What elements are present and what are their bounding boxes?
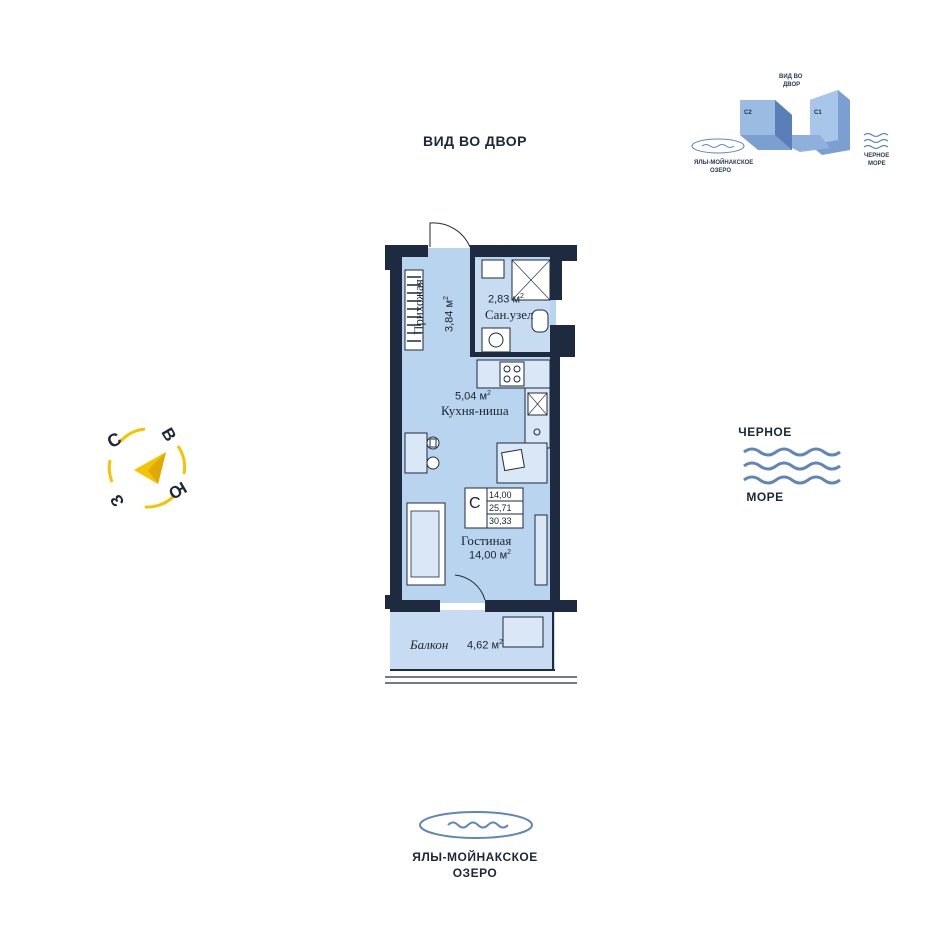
sea-label-line2: МОРЕ: [746, 490, 784, 504]
sea-label-line1: ЧЕРНОЕ: [738, 425, 792, 439]
compass-icon: [107, 427, 187, 509]
dining-table-icon: [404, 432, 428, 474]
bath-area-sup: 2: [520, 293, 524, 300]
summary-values: 14,00 25,71 30,33: [489, 489, 512, 528]
lake-label-line2: ОЗЕРО: [452, 866, 498, 880]
bath-area-value: 2,83 м: [488, 293, 521, 306]
compass: С В Ю З: [100, 420, 195, 515]
minimap-sea-label-2: МОРЕ: [868, 161, 886, 167]
minimap-lake-label-1: ЯЛЫ-МОЙНАКСКОЕ: [694, 160, 754, 166]
balcony-area-sup: 2: [499, 639, 503, 646]
hall-area-sup: 2: [443, 296, 450, 300]
balcony-door-icon: [454, 574, 486, 601]
minimap-c2-label: С2: [744, 110, 752, 116]
tv-stand-icon: [534, 514, 548, 586]
stove-icon: [499, 361, 525, 387]
sea-waves-icon: [740, 444, 846, 488]
balcony-chair-icon: [502, 616, 544, 648]
summary-box: [464, 487, 524, 529]
bath-name: Сан.узел: [485, 307, 534, 322]
minimap-lake-icon: [691, 138, 745, 154]
toilet-icon: [531, 309, 549, 333]
balcony-area: 4,62 м2: [467, 639, 503, 652]
minimap-view-label-1: ВИД ВО: [779, 74, 803, 80]
sink-icon: [481, 259, 505, 279]
kitchen-area-sup: 2: [487, 390, 491, 397]
summary-living: 14,00: [489, 490, 512, 500]
living-name: Гостиная: [461, 533, 512, 548]
minimap-lake-label-2: ОЗЕРО: [710, 168, 732, 174]
floor-plan-drawing: [385, 222, 577, 684]
living-area-value: 14,00 м: [469, 549, 508, 562]
kitchen-area-value: 5,04 м: [455, 390, 488, 403]
hall-area-value: 3,84 м: [443, 299, 456, 332]
entry-door-icon: [429, 222, 471, 248]
summary-total: 25,71: [489, 503, 512, 513]
living-area-sup: 2: [507, 549, 512, 556]
balcony-name: Балкон: [410, 637, 449, 652]
view-yard-label: ВИД ВО ДВОР: [422, 133, 528, 149]
hall-area: 3,84 м2: [443, 296, 456, 332]
kitchen-name: Кухня-ниша: [441, 403, 509, 418]
minimap-sea-icon: [863, 132, 889, 138]
hall-name: Прихожая: [411, 279, 426, 335]
building-minimap: ВИД ВО ДВОР С2 С1 ЯЛЫ-МОЙНАКСКОЕ ОЗЕРО Ч…: [680, 60, 920, 210]
minimap-c1-label: С1: [814, 110, 822, 116]
minimap-graphic: [691, 90, 889, 155]
living-area: 14,00 м2: [469, 549, 511, 562]
lake-icon: [418, 810, 534, 840]
minimap-view-label-2: ДВОР: [783, 82, 801, 88]
washing-machine-icon: [481, 327, 511, 353]
wardrobe-icon: [404, 269, 424, 351]
floor-plan: Прихожая 3,84 м2 2,83 м2 Сан.узел 5,04 м…: [385, 215, 585, 690]
bath-area: 2,83 м2: [488, 293, 524, 306]
balcony-area-value: 4,62 м: [467, 639, 500, 652]
minimap-sea-label-1: ЧЕРНОЕ: [864, 153, 890, 159]
summary-with-balcony: 30,33: [489, 516, 512, 526]
kitchen-area: 5,04 м2: [455, 390, 491, 403]
lake-label-line1: ЯЛЫ-МОЙНАКСКОЕ: [412, 850, 538, 864]
unit-type: С: [469, 495, 481, 512]
